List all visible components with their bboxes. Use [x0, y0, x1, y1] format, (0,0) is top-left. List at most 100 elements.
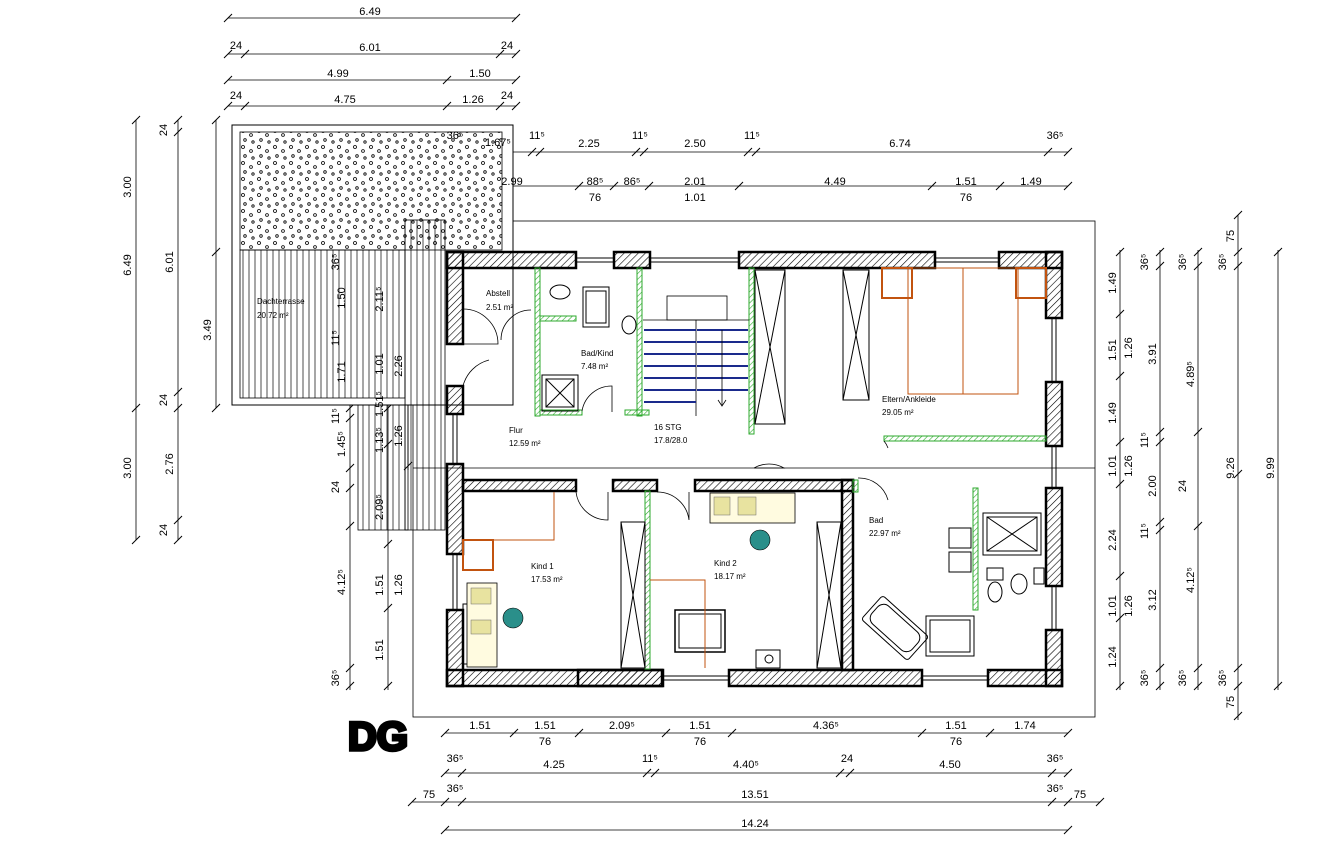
- dim-text: 1.45⁵: [336, 431, 348, 457]
- dim-text: 3.00: [122, 176, 134, 197]
- window-lines: [452, 257, 1057, 681]
- dim-text: 11⁵: [529, 130, 545, 142]
- dim-text: 24: [158, 524, 170, 536]
- room-area-dachterrasse: 20.72 m²: [257, 311, 289, 320]
- dim-text: 1.51: [955, 176, 976, 188]
- dim-text: 4.12⁵: [1185, 567, 1197, 593]
- dim-text: 6.01: [359, 42, 380, 54]
- room-name-dachterrasse: Dachterrasse: [257, 297, 305, 306]
- dim-text: 1.51: [689, 720, 710, 732]
- dim-text: 75: [423, 789, 435, 801]
- dim-text: 4.36⁵: [813, 720, 839, 732]
- dim-text: 36⁵: [447, 783, 464, 795]
- dim-text: 1.51: [534, 720, 555, 732]
- dim-text: 24: [501, 40, 513, 52]
- dim-text: 24: [158, 124, 170, 136]
- room-name-flur: Flur: [509, 426, 523, 435]
- dim-text: 1.49: [1020, 176, 1041, 188]
- dim-text: 6.49: [359, 6, 380, 18]
- dim-text: 9.99: [1265, 457, 1277, 478]
- dim-text: 1.26: [393, 425, 405, 446]
- room-name-abstell: Abstell: [486, 289, 510, 298]
- dim-text: 75: [1074, 789, 1086, 801]
- dim-text: 36⁵: [330, 670, 342, 687]
- dim-text: 76: [950, 736, 962, 748]
- furniture-outlines: [462, 267, 1047, 668]
- dim-text: 75: [1225, 696, 1237, 708]
- dim-text: 1.13⁵: [374, 427, 386, 453]
- dim-text: 2.09⁵: [374, 494, 386, 520]
- dim-text: 88⁵: [587, 176, 604, 188]
- stair: [643, 295, 749, 416]
- dim-text: 13.51: [741, 789, 769, 801]
- dim-text: 4.25: [543, 759, 564, 771]
- dim-text: 36⁵: [1217, 670, 1229, 687]
- dim-text: 36⁵: [1177, 254, 1189, 271]
- dim-text: 6.74: [889, 138, 910, 150]
- room-area-abstell: 2.51 m²: [486, 303, 513, 312]
- dim-text: 24: [330, 481, 342, 493]
- terrace: [231, 124, 514, 531]
- dim-text: 2.01: [684, 176, 705, 188]
- dim-text: 36⁵: [1139, 254, 1151, 271]
- dim-text: 2.99: [501, 176, 522, 188]
- dim-text: 1.26: [1123, 595, 1135, 616]
- room-area-flur: 12.59 m²: [509, 439, 541, 448]
- dim-text: 24: [158, 394, 170, 406]
- dim-text: 36⁵: [1047, 783, 1064, 795]
- dim-text: 36⁵: [447, 753, 464, 765]
- room-area-kind1: 17.53 m²: [531, 575, 563, 584]
- dim-text: 3.00: [122, 457, 134, 478]
- dim-text: 4.89⁵: [1185, 361, 1197, 387]
- dim-text: 3.49: [202, 319, 214, 340]
- dim-text: 36⁵: [1217, 254, 1229, 271]
- dim-text: 1.51: [469, 720, 490, 732]
- dim-text: 6.49: [122, 254, 134, 275]
- room-area-bad: 22.97 m²: [869, 529, 901, 538]
- dim-text: 11⁵: [632, 130, 648, 142]
- dim-text: 1.26: [462, 94, 483, 106]
- dim-text: 1.26: [1123, 337, 1135, 358]
- closets: [620, 269, 870, 669]
- dim-text: 4.40⁵: [733, 759, 759, 771]
- dim-text: 1.01: [374, 353, 386, 374]
- dim-text: 4.75: [334, 94, 355, 106]
- dim-text: 2.00: [1147, 475, 1159, 496]
- room-name-bad: Bad: [869, 516, 883, 525]
- dim-text: 36⁵: [1047, 130, 1064, 142]
- dim-text: 36⁵: [1047, 753, 1064, 765]
- dim-text: 11⁵: [1139, 432, 1151, 448]
- dim-text: 1.51: [374, 639, 386, 660]
- dim-text: 2.76: [164, 453, 176, 474]
- floor-label: DG: [348, 715, 408, 759]
- dim-text: 4.12⁵: [336, 569, 348, 595]
- dim-text: 4.99: [327, 68, 348, 80]
- stair-ratio: 17.8/28.0: [654, 436, 688, 445]
- room-name-eltern: Eltern/Ankleide: [882, 395, 936, 404]
- room-name-kind2: Kind 2: [714, 559, 737, 568]
- dim-text: 76: [589, 192, 601, 204]
- dim-text: 2.50: [684, 138, 705, 150]
- dim-text: 2.11⁵: [374, 286, 386, 311]
- dim-text: 24: [230, 40, 242, 52]
- dim-text: 1.51: [945, 720, 966, 732]
- dim-text: 75: [1225, 230, 1237, 242]
- dim-text: 24: [841, 753, 853, 765]
- dim-text: 24: [1177, 480, 1189, 492]
- dim-text: 1.51: [374, 574, 386, 595]
- dim-text: 11⁵: [1139, 523, 1151, 539]
- dim-text: 2.26: [393, 355, 405, 376]
- dim-text: 1.26: [1123, 455, 1135, 476]
- dim-text: 24: [230, 90, 242, 102]
- dim-text: 86⁵: [624, 176, 641, 188]
- dim-text: 24: [501, 90, 513, 102]
- dim-text: 4.49: [824, 176, 845, 188]
- dim-text: 2.25: [578, 138, 599, 150]
- dim-text: 11⁵: [744, 130, 760, 142]
- dim-text: 3.91: [1147, 343, 1159, 364]
- dim-text: 76: [694, 736, 706, 748]
- dim-text: 1.51⁵: [374, 391, 386, 417]
- dim-text: 36⁵: [1139, 670, 1151, 687]
- dim-text: 11⁵: [642, 753, 658, 765]
